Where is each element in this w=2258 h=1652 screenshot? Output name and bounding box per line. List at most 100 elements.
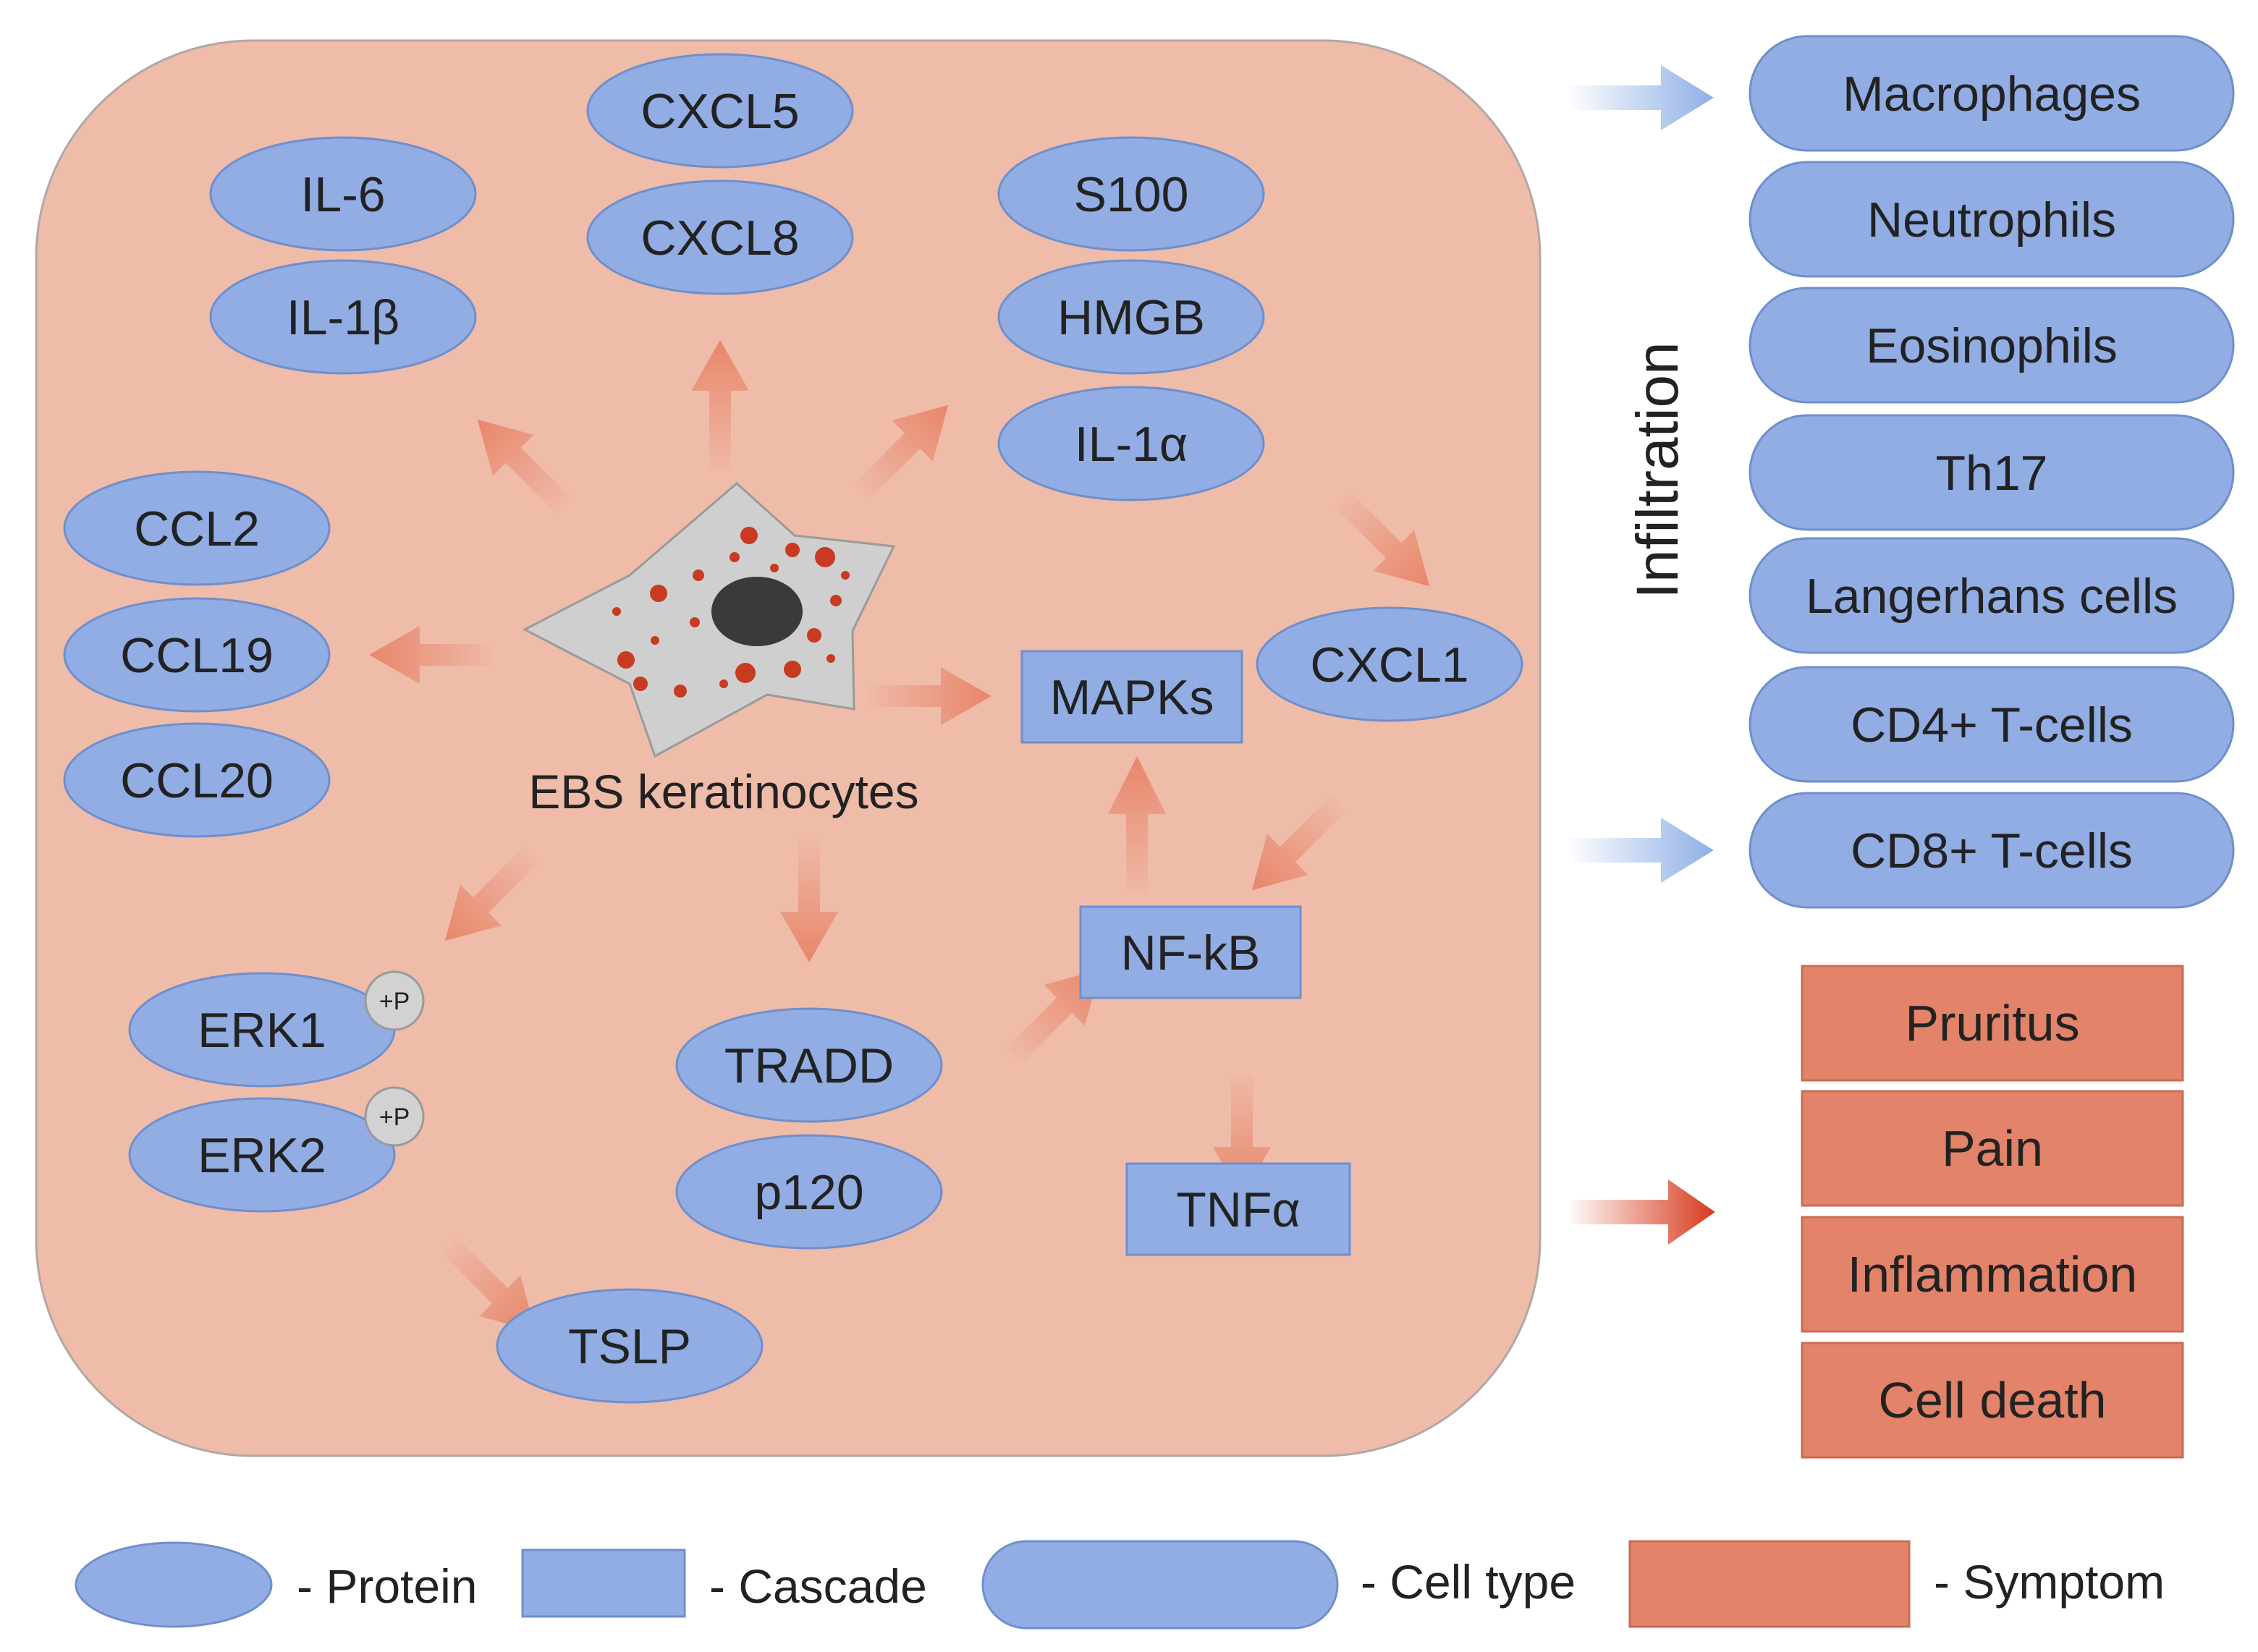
arrow-il1a-to-cxcl1 [1335, 491, 1430, 587]
cell-type-th17: Th17 [1936, 446, 2048, 501]
symptom-labels: Pruritus Pain Inflammation Cell death [1848, 995, 2138, 1428]
cell-type-cd4: CD4+ T-cells [1851, 698, 2133, 753]
label-hmgb: HMGB [1057, 290, 1205, 345]
legend-protein-swatch [75, 1541, 273, 1628]
cell-type-macrophages: Macrophages [1843, 67, 2141, 122]
cell-type-pill [1749, 287, 2235, 404]
symptom-cell-death: Cell death [1878, 1372, 2106, 1428]
label-tnfa: TNFα [1176, 1182, 1301, 1237]
protein-hmgb [997, 259, 1265, 375]
legend-cell-type-swatch [981, 1540, 1339, 1630]
legend-cell-type-label: - Cell type [1361, 1555, 1576, 1609]
cascade-mapks [1020, 650, 1243, 744]
protein-il1b [209, 259, 477, 375]
symptom-box [1801, 965, 2184, 1082]
cell-type-cd8: CD8+ T-cells [1851, 823, 2133, 878]
arrow-erk-to-tslp [441, 1237, 536, 1332]
cascade-labels: MAPKs NF-kB TNFα [1050, 670, 1301, 1237]
legend-cascade-label: - Cascade [709, 1559, 927, 1613]
symptom-pain: Pain [1942, 1120, 2043, 1177]
label-il1a: IL-1α [1075, 417, 1188, 472]
cell-type-pill [1749, 35, 2235, 152]
label-ccl20: CCL20 [120, 753, 274, 808]
protein-erk2 [128, 1097, 396, 1213]
protein-ccl19 [63, 597, 331, 713]
infiltration-arrow-top [1567, 65, 1714, 130]
label-ccl2: CCL2 [134, 501, 260, 556]
legend: - Protein - Cascade - Cell type - Sympto… [75, 1540, 2165, 1630]
protein-nodes [63, 53, 1523, 1404]
symptom-list [1801, 965, 2184, 1459]
arrow-to-erk [444, 846, 540, 941]
phospho-badge-erk1 [364, 970, 425, 1031]
arrow-to-tradd [780, 839, 838, 962]
protein-p120 [675, 1134, 943, 1250]
label-nfkb: NF-kB [1121, 925, 1261, 980]
label-cxcl1: CXCL1 [1310, 637, 1468, 692]
symptom-pruritus: Pruritus [1905, 995, 2079, 1051]
cell-type-labels: Macrophages Neutrophils Eosinophils Th17… [1806, 67, 2178, 878]
label-ccl19: CCL19 [120, 628, 274, 683]
protein-cxcl8 [586, 179, 854, 295]
cascade-nodes [1020, 650, 1351, 1256]
legend-symptom-label: - Symptom [1934, 1555, 2165, 1609]
phospho-label-erk1: +P [379, 988, 410, 1015]
keratinocyte-cell [522, 482, 896, 758]
label-erk1: ERK1 [198, 1003, 326, 1058]
center-cell-label: EBS keratinocytes [528, 765, 918, 818]
protein-il6 [209, 136, 477, 252]
legend-protein-label: - Protein [297, 1559, 477, 1613]
cascade-nfkb [1079, 905, 1302, 999]
nucleus [711, 577, 803, 646]
cell-type-eosinophils: Eosinophils [1866, 318, 2118, 373]
label-mapks: MAPKs [1050, 670, 1214, 725]
arrow-tradd-to-nfkb [1005, 969, 1101, 1064]
label-erk2: ERK2 [198, 1128, 326, 1183]
legend-symptom-swatch [1628, 1540, 1911, 1628]
arrow-to-cxcl [691, 340, 749, 470]
protein-labels: CXCL5 CXCL8 IL-6 IL-1β S100 HMGB IL-1α C… [120, 84, 1468, 1374]
cell-type-langerhans: Langerhans cells [1806, 569, 2178, 624]
label-il6: IL-6 [300, 167, 385, 222]
cell-type-pill [1749, 161, 2235, 278]
symptom-inflammation: Inflammation [1848, 1246, 2138, 1302]
label-p120: p120 [754, 1165, 863, 1220]
protein-il1a [997, 386, 1265, 501]
cell-type-list [1749, 35, 2235, 909]
symptom-box [1801, 1090, 2184, 1207]
label-il1b: IL-1β [287, 290, 399, 345]
cell-type-pill [1749, 792, 2235, 909]
phospho-label-erk2: +P [379, 1104, 410, 1131]
protein-tradd [675, 1007, 943, 1123]
protein-ccl2 [63, 470, 331, 586]
phospho-badge-erk2 [364, 1086, 425, 1147]
arrow-nfkb-to-mapks [1108, 756, 1166, 894]
protein-tslp [496, 1288, 764, 1404]
arrow-to-ccl [369, 626, 492, 684]
cell-type-pill [1749, 414, 2235, 531]
label-tradd: TRADD [724, 1038, 894, 1093]
arrow-cxcl1-to-nfkb [1251, 795, 1347, 891]
arrow-to-mapks [868, 667, 991, 725]
protein-s100 [997, 136, 1265, 252]
infiltration-arrow-bottom [1567, 818, 1714, 883]
granules [612, 527, 850, 698]
legend-cascade-swatch [521, 1549, 686, 1618]
arrow-to-s100 [853, 404, 949, 500]
symptom-arrow [1567, 1179, 1715, 1245]
label-cxcl8: CXCL8 [640, 211, 799, 266]
label-cxcl5: CXCL5 [640, 84, 799, 139]
cascade-tnfa [1125, 1162, 1351, 1256]
cell-type-pill [1749, 666, 2235, 783]
symptom-box [1801, 1216, 2184, 1333]
arrow-to-il [477, 419, 572, 514]
cell-type-pill [1749, 537, 2235, 654]
cell-type-neutrophils: Neutrophils [1867, 192, 2116, 247]
protein-cxcl1 [1256, 606, 1523, 722]
protein-cxcl5 [586, 53, 854, 169]
protein-ccl20 [63, 722, 331, 838]
symptom-box [1801, 1342, 2184, 1459]
infiltration-label: Infiltration [1625, 342, 1691, 599]
label-s100: S100 [1074, 167, 1189, 222]
